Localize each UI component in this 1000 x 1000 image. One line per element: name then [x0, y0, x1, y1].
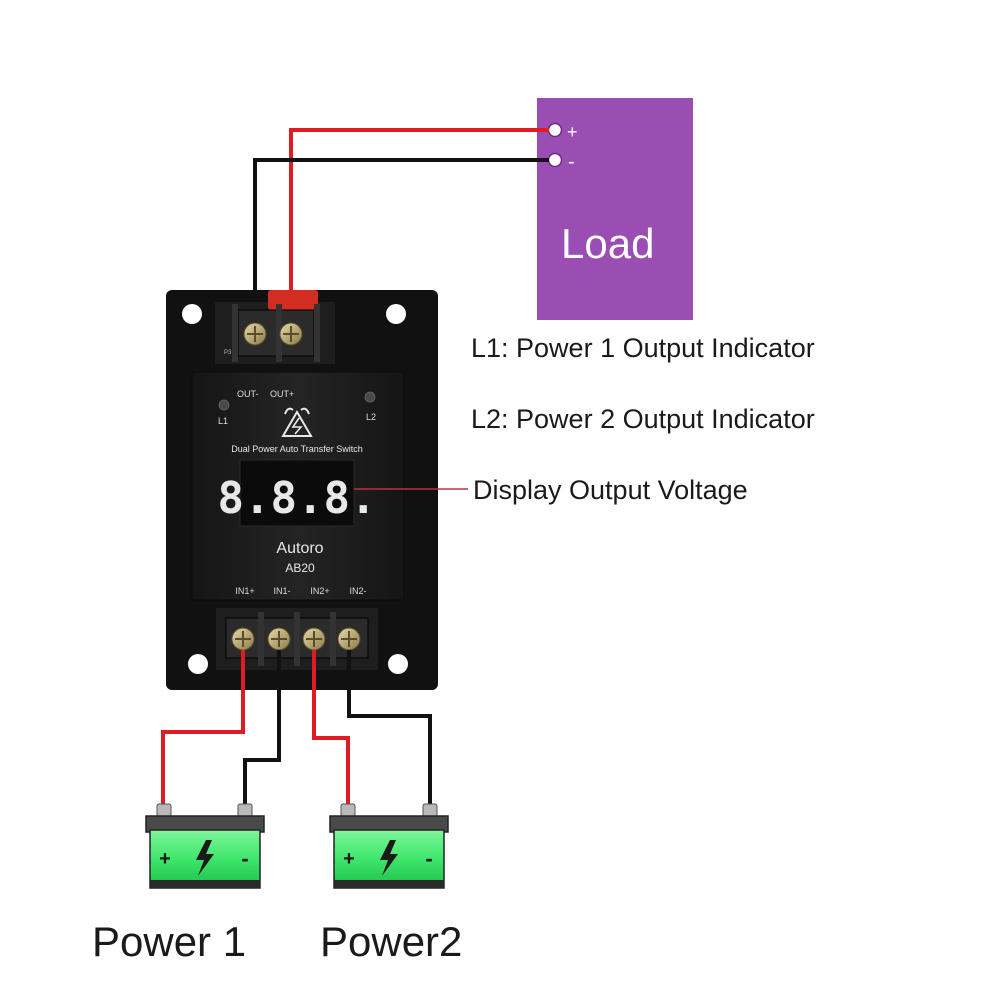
label-l2: L2: [366, 412, 376, 422]
label-in1-minus: IN1-: [273, 586, 290, 596]
battery-power-1: + -: [145, 803, 265, 889]
label-in2-minus: IN2-: [349, 586, 366, 596]
screw-in2-minus: [337, 627, 361, 651]
label-out-minus: OUT-: [237, 389, 259, 399]
wire-in1-positive: [161, 650, 245, 808]
label-l1: L1: [218, 416, 228, 426]
load-plus-terminal: [547, 122, 563, 138]
label-power-1: Power 1: [92, 918, 247, 965]
label-in1-plus: IN1+: [235, 586, 254, 596]
load-block: + - Load: [537, 98, 693, 320]
transfer-switch-device: P3 OUT- OUT+ L1 L2 Dual Power Auto: [166, 290, 438, 690]
led-l2: [364, 391, 376, 403]
annotation-l2: L2: Power 2 Output Indicator: [471, 404, 815, 434]
wire-in1-negative: [243, 650, 281, 808]
battery-power-2: + -: [329, 803, 449, 889]
terminal-code: P3: [224, 350, 232, 356]
output-terminal-red-cap: [268, 290, 318, 310]
screw-in1-minus: [267, 627, 291, 651]
battery2-bolt-icon: [380, 840, 398, 876]
battery2-minus-sign: -: [425, 846, 432, 871]
mount-hole-top-right: [386, 304, 406, 324]
voltage-display: [239, 459, 355, 527]
annotation-l1: L1: Power 1 Output Indicator: [471, 333, 815, 363]
load-minus-terminal: [547, 152, 563, 168]
battery1-plus-sign: +: [159, 848, 171, 870]
battery2-plus-sign: +: [343, 848, 355, 870]
screw-out-minus: [243, 322, 267, 346]
annotation-display-voltage: Display Output Voltage: [473, 475, 748, 505]
battery1-bolt-icon: [196, 840, 214, 876]
model-number: AB20: [285, 561, 315, 575]
load-title: Load: [561, 220, 654, 267]
wire-in2-negative: [347, 650, 432, 808]
wire-output-positive: [289, 128, 549, 298]
brand-name: Autoro: [276, 540, 323, 557]
wire-in2-positive: [312, 650, 350, 808]
label-power-2: Power2: [320, 918, 463, 965]
mount-hole-bottom-right: [388, 654, 408, 674]
load-minus-sign: -: [568, 151, 575, 173]
load-box: [537, 98, 693, 320]
mount-hole-bottom-left: [188, 654, 208, 674]
battery1-minus-sign: -: [241, 846, 248, 871]
display-digits: 8.8.8.: [218, 473, 377, 524]
load-plus-sign: +: [567, 122, 578, 142]
screw-in1-plus: [231, 627, 255, 651]
label-out-plus: OUT+: [270, 389, 294, 399]
brand-logo-icon: [281, 407, 313, 437]
label-in2-plus: IN2+: [310, 586, 329, 596]
product-name: Dual Power Auto Transfer Switch: [231, 444, 363, 454]
wire-output-negative: [253, 158, 549, 298]
screw-in2-plus: [302, 627, 326, 651]
led-l1: [218, 399, 230, 411]
mount-hole-top-left: [182, 304, 202, 324]
screw-out-plus: [279, 322, 303, 346]
